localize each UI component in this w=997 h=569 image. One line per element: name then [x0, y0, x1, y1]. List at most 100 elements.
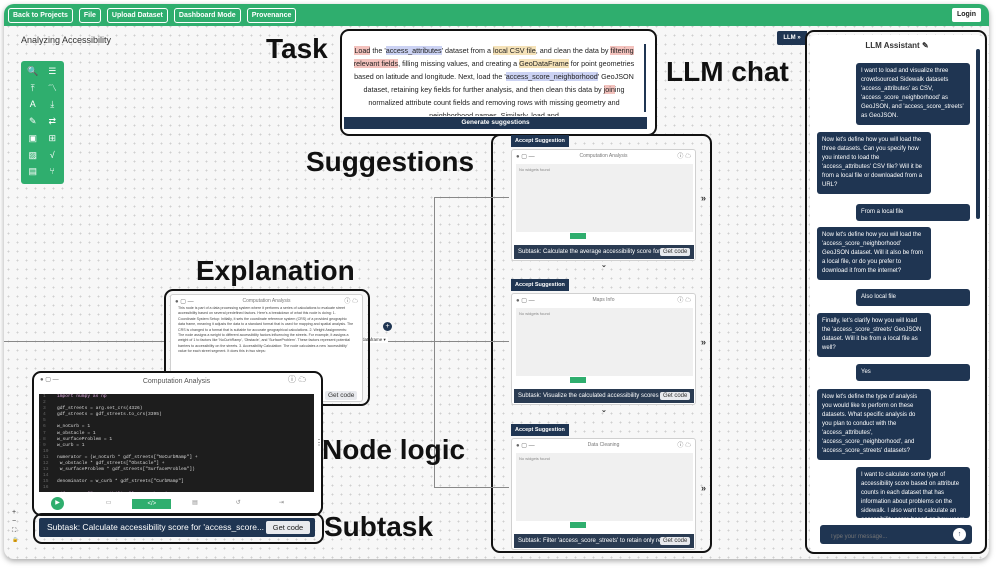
login-button[interactable]: Login	[951, 8, 981, 22]
zoom-icon[interactable]: 🔍	[27, 66, 39, 76]
code-tab-button[interactable]	[570, 522, 586, 528]
chat-scrollbar[interactable]	[976, 49, 980, 219]
tab-output-icon[interactable]: ⇥	[278, 500, 284, 506]
empty-widgets-text: No widgets found	[519, 167, 550, 172]
empty-widgets-text: No widgets found	[519, 311, 550, 316]
chart-icon[interactable]: 〽	[47, 82, 57, 93]
send-icon[interactable]: ↑	[953, 528, 966, 541]
code-tab-button[interactable]	[570, 377, 586, 383]
dashboard-mode-button[interactable]: Dashboard Mode	[173, 7, 241, 23]
get-code-button[interactable]: Get code	[325, 391, 358, 400]
info-icon[interactable]: ⓘ ☁	[344, 299, 358, 305]
node-window-icons: ● ▢ —	[40, 377, 59, 383]
chat-message-assistant: Now let's define how you will load the t…	[817, 132, 931, 194]
tab-grammar-icon[interactable]: ▤	[192, 500, 198, 506]
chat-message-assistant: Finally, let's clarify how you will load…	[817, 313, 931, 357]
label-explanation: Explanation	[196, 255, 355, 286]
expand-right-icon[interactable]: »	[701, 337, 707, 347]
text-icon[interactable]: A	[29, 99, 36, 110]
label-subtask: Subtask	[324, 511, 433, 542]
zoom-in-icon[interactable]: +	[12, 509, 17, 516]
node-window-icons: ● ▢ —	[516, 443, 535, 449]
back-to-projects-button[interactable]: Back to Projects	[8, 7, 73, 23]
output-dropdown[interactable]: dataframe ▾	[360, 337, 388, 343]
cube-icon[interactable]: ▣	[28, 132, 37, 143]
info-icon[interactable]: ⓘ ☁	[288, 375, 307, 384]
node-canvas: No widgets found	[516, 164, 693, 232]
provenance-button[interactable]: Provenance	[246, 7, 297, 23]
tab-widgets-icon[interactable]: ▭	[105, 500, 112, 506]
accept-suggestion-button[interactable]: Accept Suggestion	[511, 424, 569, 436]
zoom-out-icon[interactable]: −	[12, 518, 17, 525]
code-line: 10	[43, 448, 49, 454]
node-window-icons: ● ▢ —	[516, 154, 535, 160]
chat-message-user: I want to load and visualize three crowd…	[856, 63, 970, 125]
chat-input-bar: ↑	[820, 525, 972, 547]
output-handle-icon[interactable]: ⋮	[315, 438, 323, 447]
label-llm-chat: LLM chat	[666, 56, 789, 87]
get-code-button[interactable]: Get code	[660, 392, 691, 400]
get-code-button[interactable]: Get code	[660, 248, 691, 256]
chat-input[interactable]	[820, 527, 940, 547]
info-icon[interactable]: ⓘ ☁	[677, 443, 691, 449]
brush-icon: ✎	[921, 41, 929, 50]
server-icon[interactable]: ▤	[28, 166, 37, 177]
accept-suggestion-button[interactable]: Accept Suggestion	[511, 135, 569, 147]
generate-suggestions-button[interactable]: Generate suggestions	[344, 117, 647, 129]
output-dropdown-value: dataframe	[362, 337, 383, 342]
edge-line	[434, 197, 435, 487]
task-scrollbar[interactable]	[644, 44, 646, 112]
chat-title-text: LLM Assistant	[865, 41, 920, 50]
top-bar: Back to Projects File Upload Dataset Das…	[4, 4, 989, 26]
label-suggestions: Suggestions	[306, 146, 475, 177]
page-title: Analyzing Accessibility	[21, 35, 112, 45]
image-icon[interactable]: ▨	[28, 149, 37, 160]
tab-undo-icon[interactable]: ↺	[235, 500, 241, 506]
table-icon[interactable]: ⊞	[48, 132, 57, 143]
get-code-button[interactable]: Get code	[660, 537, 691, 545]
expand-down-icon[interactable]: ⌄	[601, 407, 607, 414]
brush-icon[interactable]: ✎	[28, 116, 37, 127]
expand-right-icon[interactable]: »	[701, 193, 707, 203]
subtask-bar: Subtask: Calculate accessibility score f…	[39, 518, 315, 537]
subtask-outline	[33, 513, 324, 544]
refresh-icon[interactable]: ⇄	[48, 116, 57, 127]
add-node-icon[interactable]: +	[383, 322, 392, 331]
get-code-button[interactable]: Get code	[266, 521, 310, 534]
llm-toggle-tab[interactable]: LLM »	[777, 31, 807, 45]
merge-icon[interactable]: ⑂	[49, 166, 55, 177]
upload-icon[interactable]: ⤒	[30, 82, 35, 93]
task-description: Load the 'access_attributes' dataset fro…	[353, 46, 635, 116]
expand-right-icon[interactable]: »	[701, 483, 707, 493]
accept-suggestion-button[interactable]: Accept Suggestion	[511, 279, 569, 291]
download-icon[interactable]: ⤓	[50, 99, 55, 110]
tab-code-icon[interactable]: </>	[132, 499, 172, 509]
edge-line	[434, 487, 509, 488]
chat-message-assistant: Now let's define how you will load the '…	[817, 227, 931, 280]
lock-icon[interactable]: 🔒	[12, 537, 19, 543]
info-icon[interactable]: ⓘ ☁	[677, 298, 691, 304]
info-icon[interactable]: ⓘ ☁	[677, 154, 691, 160]
play-icon[interactable]: ▶	[51, 497, 64, 510]
fit-view-icon[interactable]: ⛶	[12, 528, 17, 534]
code-tab-button[interactable]	[570, 233, 586, 239]
empty-widgets-text: No widgets found	[519, 456, 550, 461]
node-tabs: ▭ </> ▤ ↺ ⇥	[89, 499, 301, 509]
expand-down-icon[interactable]: ⌄	[601, 262, 607, 269]
chat-message-user: Yes	[856, 364, 970, 381]
input-handle-icon[interactable]: ⋮	[36, 438, 44, 447]
node-window-icons: ● ▢ —	[516, 298, 535, 304]
database-icon[interactable]: ☰	[48, 66, 57, 76]
code-line: 16	[43, 485, 49, 491]
upload-dataset-button[interactable]: Upload Dataset	[106, 7, 168, 23]
chat-message-user: Also local file	[856, 289, 970, 306]
node-canvas: No widgets found	[516, 453, 693, 521]
app-frame: Back to Projects File Upload Dataset Das…	[4, 4, 989, 559]
formula-icon[interactable]: √	[49, 149, 55, 160]
file-menu-button[interactable]: File	[78, 7, 101, 23]
